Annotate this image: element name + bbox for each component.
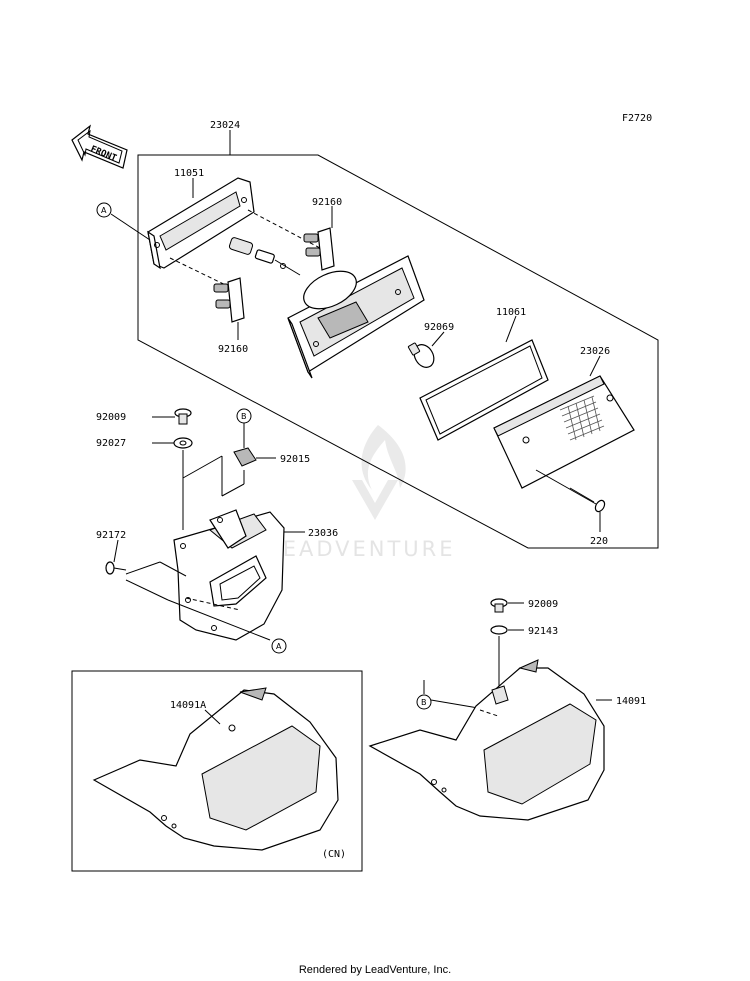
cn-variant-box [71, 670, 363, 872]
label-23026: 23026 [580, 346, 610, 357]
screw-92172 [105, 561, 127, 575]
grommet-92160-upper [303, 227, 335, 271]
ref-marker-b-lower [416, 694, 432, 710]
ref-a-bottom-label: A [276, 642, 282, 651]
bolt-92009-upper [174, 408, 192, 425]
label-23036: 23036 [308, 528, 338, 539]
lens-23026 [493, 375, 635, 489]
clip-nut-92015 [233, 447, 257, 467]
leadventure-watermark: LEADVENTURE [268, 425, 456, 561]
label-92143: 92143 [528, 626, 558, 637]
washer-92143 [490, 625, 508, 635]
lamp-housing [287, 255, 425, 379]
assembly-outline [137, 154, 659, 549]
label-92172: 92172 [96, 530, 126, 541]
ref-a-top-label: A [101, 206, 107, 215]
label-92027: 92027 [96, 438, 126, 449]
cover-14091 [368, 659, 605, 821]
label-92069: 92069 [424, 322, 454, 333]
label-92160-lower: 92160 [218, 344, 248, 355]
screw-220 [535, 469, 606, 513]
label-14091: 14091 [616, 696, 646, 707]
bulb-92069 [407, 342, 435, 368]
cover-14091a [92, 687, 339, 851]
ref-b-lower-label: B [421, 698, 427, 707]
label-92009-lower: 92009 [528, 599, 558, 610]
label-23024: 23024 [210, 120, 240, 131]
label-11061: 11061 [496, 307, 526, 318]
footer-credit: Rendered by LeadVenture, Inc. [298, 964, 452, 976]
label-92009-upper: 92009 [96, 412, 126, 423]
bolt-92009-lower [490, 598, 508, 613]
label-14091a: 14091A [170, 700, 206, 711]
label-11051: 11051 [174, 168, 204, 179]
watermark-text: LEADVENTURE [268, 537, 456, 561]
ref-marker-a-top [96, 202, 112, 218]
ref-marker-a-bottom [271, 638, 287, 654]
washer-92027 [173, 437, 193, 449]
figure-code: F2720 [622, 113, 652, 124]
bracket-23036 [173, 509, 285, 641]
cn-region-label: (CN) [322, 849, 346, 860]
label-92160-upper: 92160 [312, 197, 342, 208]
front-arrow-icon: FRONT [71, 124, 128, 169]
grommet-92160-lower [213, 277, 245, 323]
bracket-plate-11051 [147, 177, 255, 270]
ref-b-upper-label: B [241, 412, 247, 421]
label-92015: 92015 [280, 454, 310, 465]
label-220: 220 [590, 536, 608, 547]
gasket-11061 [419, 339, 549, 441]
bulb-socket [228, 237, 301, 276]
